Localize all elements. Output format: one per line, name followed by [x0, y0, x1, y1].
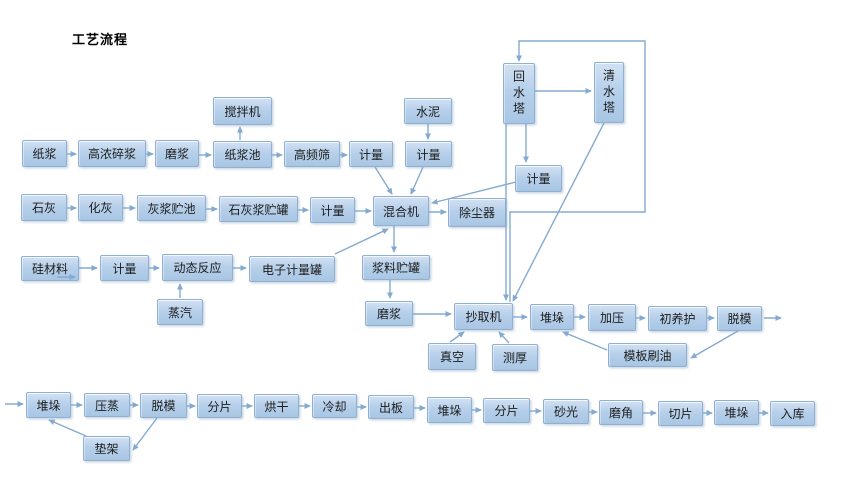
- node-stacking-4: 堆垛: [714, 400, 759, 425]
- node-vacuum: 真空: [428, 343, 476, 370]
- node-dust-collector: 除尘器: [448, 198, 506, 227]
- node-hc-pulper: 高浓碎浆: [78, 140, 146, 167]
- node-clear-water-tower: 清水塔: [594, 62, 624, 123]
- node-cement: 水泥: [404, 98, 452, 124]
- node-metering-3: 计量: [310, 197, 355, 223]
- node-sanding: 砂光: [543, 399, 589, 424]
- node-pressing: 加压: [588, 304, 636, 331]
- node-cooling: 冷却: [312, 394, 357, 418]
- node-thickness-gauge: 测厚: [492, 344, 538, 371]
- node-stacking-3: 堆垛: [427, 397, 472, 423]
- node-metering-5: 计量: [100, 255, 149, 281]
- node-lime-slurry-pool: 灰浆贮池: [137, 195, 206, 221]
- node-stacking-1: 堆垛: [530, 304, 574, 330]
- node-lime: 石灰: [21, 194, 67, 221]
- node-dynamic-reaction: 动态反应: [162, 254, 233, 281]
- node-cutting: 切片: [658, 401, 703, 426]
- node-forming-machine: 抄取机: [454, 303, 513, 330]
- node-pre-curing: 初养护: [648, 306, 707, 331]
- node-corner-grinding: 磨角: [599, 400, 643, 425]
- node-paper-pulp: 纸浆: [22, 140, 67, 167]
- node-electronic-metering-tank: 电子计量罐: [249, 256, 335, 282]
- node-warehousing: 入库: [770, 401, 815, 426]
- node-pallet-rack: 垫架: [83, 436, 130, 461]
- node-return-water-tower: 回水塔: [503, 63, 535, 124]
- node-agitator: 搅拌机: [213, 97, 272, 125]
- node-silica-material: 硅材料: [21, 256, 79, 281]
- node-board-output: 出板: [368, 395, 414, 419]
- node-mold-oiling: 模板刷油: [608, 343, 687, 367]
- node-slurry-storage-tank: 浆料贮罐: [362, 255, 430, 280]
- node-metering-4: 计量: [515, 165, 562, 192]
- node-mixer: 混合机: [373, 196, 429, 226]
- node-lime-slurry-tank: 石灰浆贮罐: [219, 196, 298, 222]
- node-refining-1: 磨浆: [155, 140, 199, 167]
- node-metering-1: 计量: [349, 141, 393, 167]
- diagram-title: 工艺流程: [72, 33, 129, 48]
- node-hf-screen: 高频筛: [284, 141, 340, 167]
- node-drying: 烘干: [254, 394, 299, 418]
- node-refining-2: 磨浆: [365, 301, 413, 326]
- node-sheet-separation-2: 分片: [483, 398, 530, 423]
- node-lime-slaking: 化灰: [78, 194, 123, 221]
- node-sheet-separation-1: 分片: [197, 394, 242, 418]
- node-stacking-2: 堆垛: [26, 392, 71, 418]
- node-steam: 蒸汽: [157, 299, 203, 325]
- node-pulp-pool: 纸浆池: [213, 141, 272, 168]
- node-autoclave: 压蒸: [84, 393, 130, 417]
- node-demolding-2: 脱模: [140, 393, 187, 418]
- node-metering-2: 计量: [405, 141, 452, 167]
- node-demolding-1: 脱模: [717, 306, 762, 331]
